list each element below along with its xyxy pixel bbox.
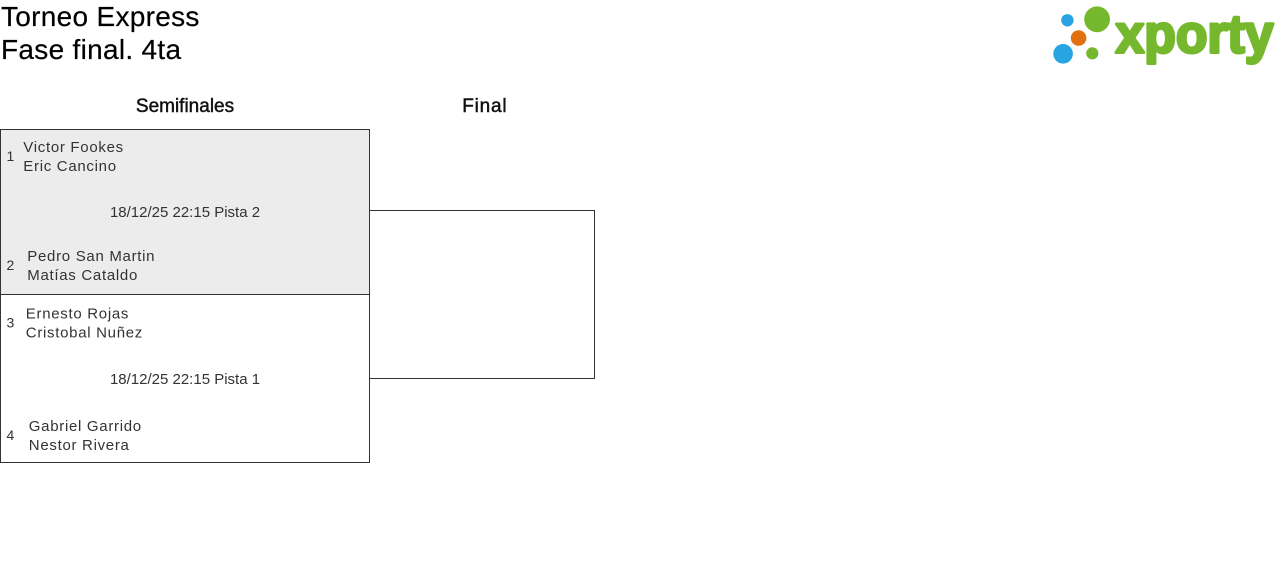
svg-text:xporty: xporty (1116, 4, 1274, 64)
